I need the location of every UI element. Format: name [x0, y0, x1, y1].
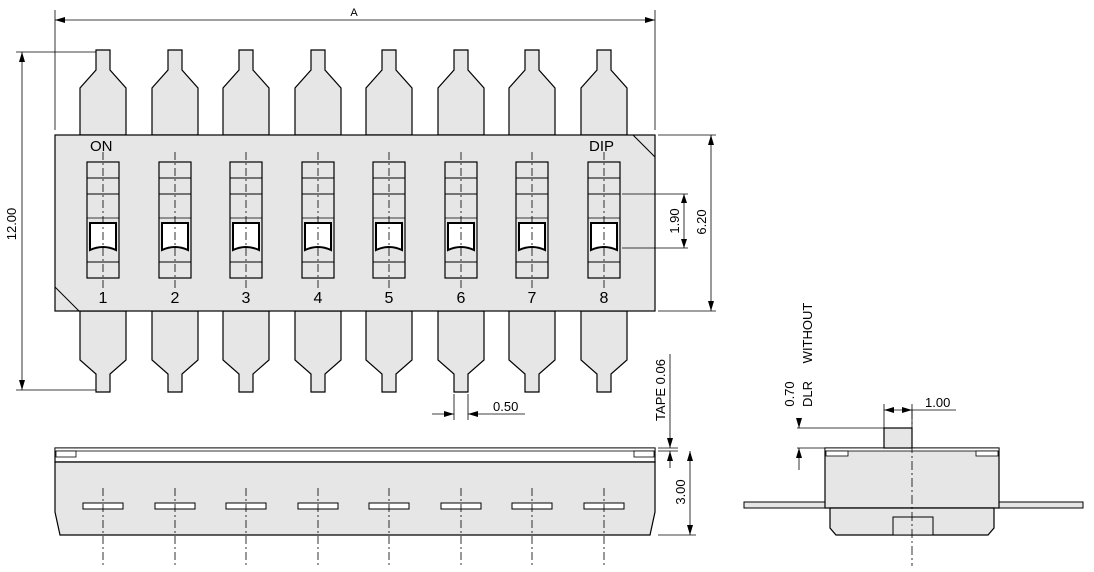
dlr-label: DLR [800, 381, 815, 407]
dimension-3-00: 3.00 [658, 451, 696, 536]
dim-1-90-label: 1.90 [667, 208, 682, 233]
dimension-a: A [54, 7, 656, 130]
dim-a-label: A [350, 7, 358, 19]
switch-number: 5 [385, 290, 394, 307]
without-label: WITHOUT [800, 303, 815, 364]
label-on: ON [90, 138, 113, 155]
switch-number: 1 [99, 290, 108, 307]
front-view: TAPE 0.06 3.00 [54, 354, 696, 567]
dimension-6-20: 6.20 [658, 134, 716, 312]
dim-12-label: 12.00 [4, 208, 19, 241]
dim-0-70-label: 0.70 [782, 381, 797, 406]
dimension-1-00: 1.00 [883, 395, 956, 428]
bottom-pins [79, 310, 628, 393]
dimension-tape: TAPE 0.06 [653, 354, 678, 468]
dim-1-00-label: 1.00 [925, 395, 950, 410]
switch-number: 3 [242, 290, 251, 307]
dim-6-20-label: 6.20 [694, 209, 709, 234]
side-actuator [883, 427, 913, 449]
switch-number: 8 [600, 290, 609, 307]
switch-number: 2 [171, 290, 180, 307]
dimension-12: 12.00 [4, 51, 96, 391]
dim-tape-label: TAPE 0.06 [653, 359, 668, 421]
dim-0-50-label: 0.50 [493, 399, 518, 414]
top-pins [79, 49, 628, 136]
label-dip: DIP [589, 138, 614, 155]
dimension-0-50: 0.50 [432, 394, 525, 420]
switch-body [54, 134, 656, 312]
dimension-0-70: 0.70 DLR WITHOUT [782, 303, 884, 470]
switch-number-labels: 1 2 3 4 5 6 7 8 [99, 290, 609, 307]
dim-3-00-label: 3.00 [673, 479, 688, 504]
switch-number: 4 [314, 290, 323, 307]
switch-number: 7 [528, 290, 537, 307]
top-view: ON DIP 1 2 3 4 5 6 7 8 A 12. [4, 7, 716, 420]
side-view: 0.70 DLR WITHOUT 1.00 [743, 303, 1084, 566]
dimension-1-90: 1.90 [622, 193, 688, 249]
switch-number: 6 [457, 290, 466, 307]
